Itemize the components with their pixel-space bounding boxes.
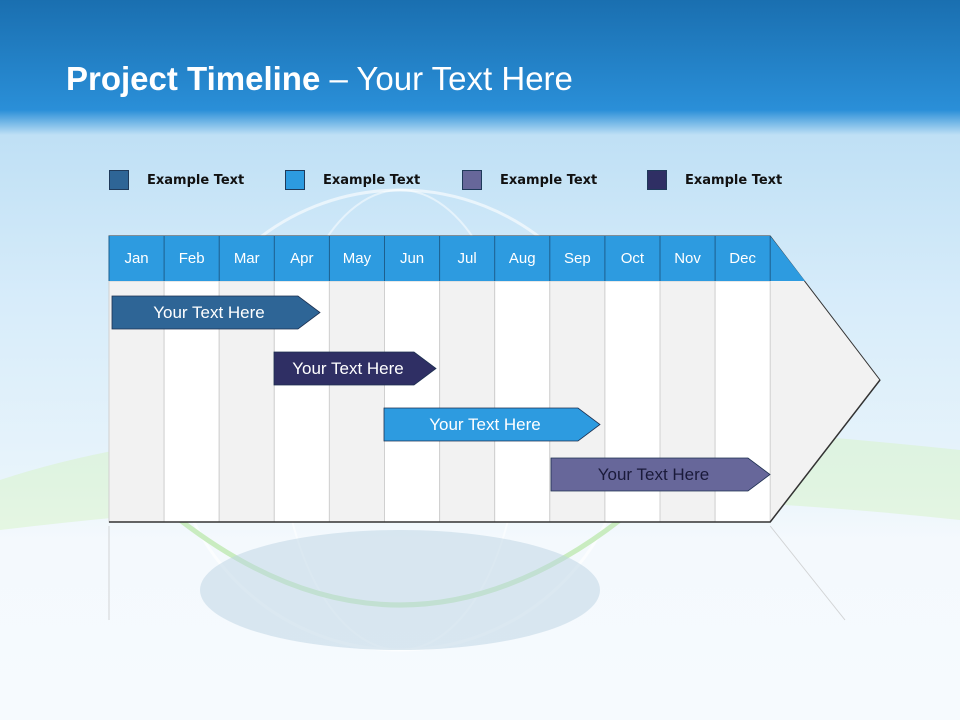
task-bar	[111, 295, 321, 330]
legend-swatch	[285, 170, 305, 190]
title-bold: Project Timeline	[66, 60, 321, 97]
legend-swatch	[647, 170, 667, 190]
legend-item: Example Text	[462, 170, 597, 190]
month-column	[494, 280, 551, 523]
month-label: Jul	[457, 250, 477, 267]
month-label: Dec	[729, 250, 756, 267]
legend-item: Example Text	[285, 170, 420, 190]
month-label: Jun	[399, 250, 425, 267]
legend-swatch	[462, 170, 482, 190]
task-bar-label: Your Text Here	[153, 302, 265, 322]
task-bar-label: Your Text Here	[429, 414, 541, 434]
task-bar	[383, 407, 601, 442]
legend-label: Example Text	[323, 172, 421, 188]
legend-swatch	[109, 170, 129, 190]
month-label: May	[342, 250, 372, 267]
legend-item: Example Text	[109, 170, 244, 190]
month-label: Nov	[674, 250, 701, 267]
month-label: Aug	[508, 250, 536, 267]
task-bar-label: Your Text Here	[597, 464, 710, 484]
month-label: Jan	[124, 250, 149, 267]
task-bar	[550, 457, 771, 492]
task-bar-label: Your Text Here	[292, 358, 404, 378]
month-label: Sep	[563, 250, 591, 267]
legend-label: Example Text	[500, 172, 598, 188]
month-label: Oct	[620, 250, 645, 267]
page-title: Project Timeline – Your Text Here	[66, 60, 573, 98]
month-label: Mar	[233, 250, 260, 267]
title-rest: – Your Text Here	[320, 60, 573, 97]
task-bar	[273, 351, 437, 386]
legend-item: Example Text	[647, 170, 782, 190]
timeline-reflection	[108, 525, 846, 621]
legend-label: Example Text	[147, 172, 245, 188]
month-header	[109, 236, 805, 281]
legend-label: Example Text	[685, 172, 783, 188]
month-label: Feb	[178, 250, 205, 267]
month-column	[384, 280, 441, 523]
month-label: Apr	[290, 250, 314, 267]
timeline-border	[109, 379, 881, 523]
